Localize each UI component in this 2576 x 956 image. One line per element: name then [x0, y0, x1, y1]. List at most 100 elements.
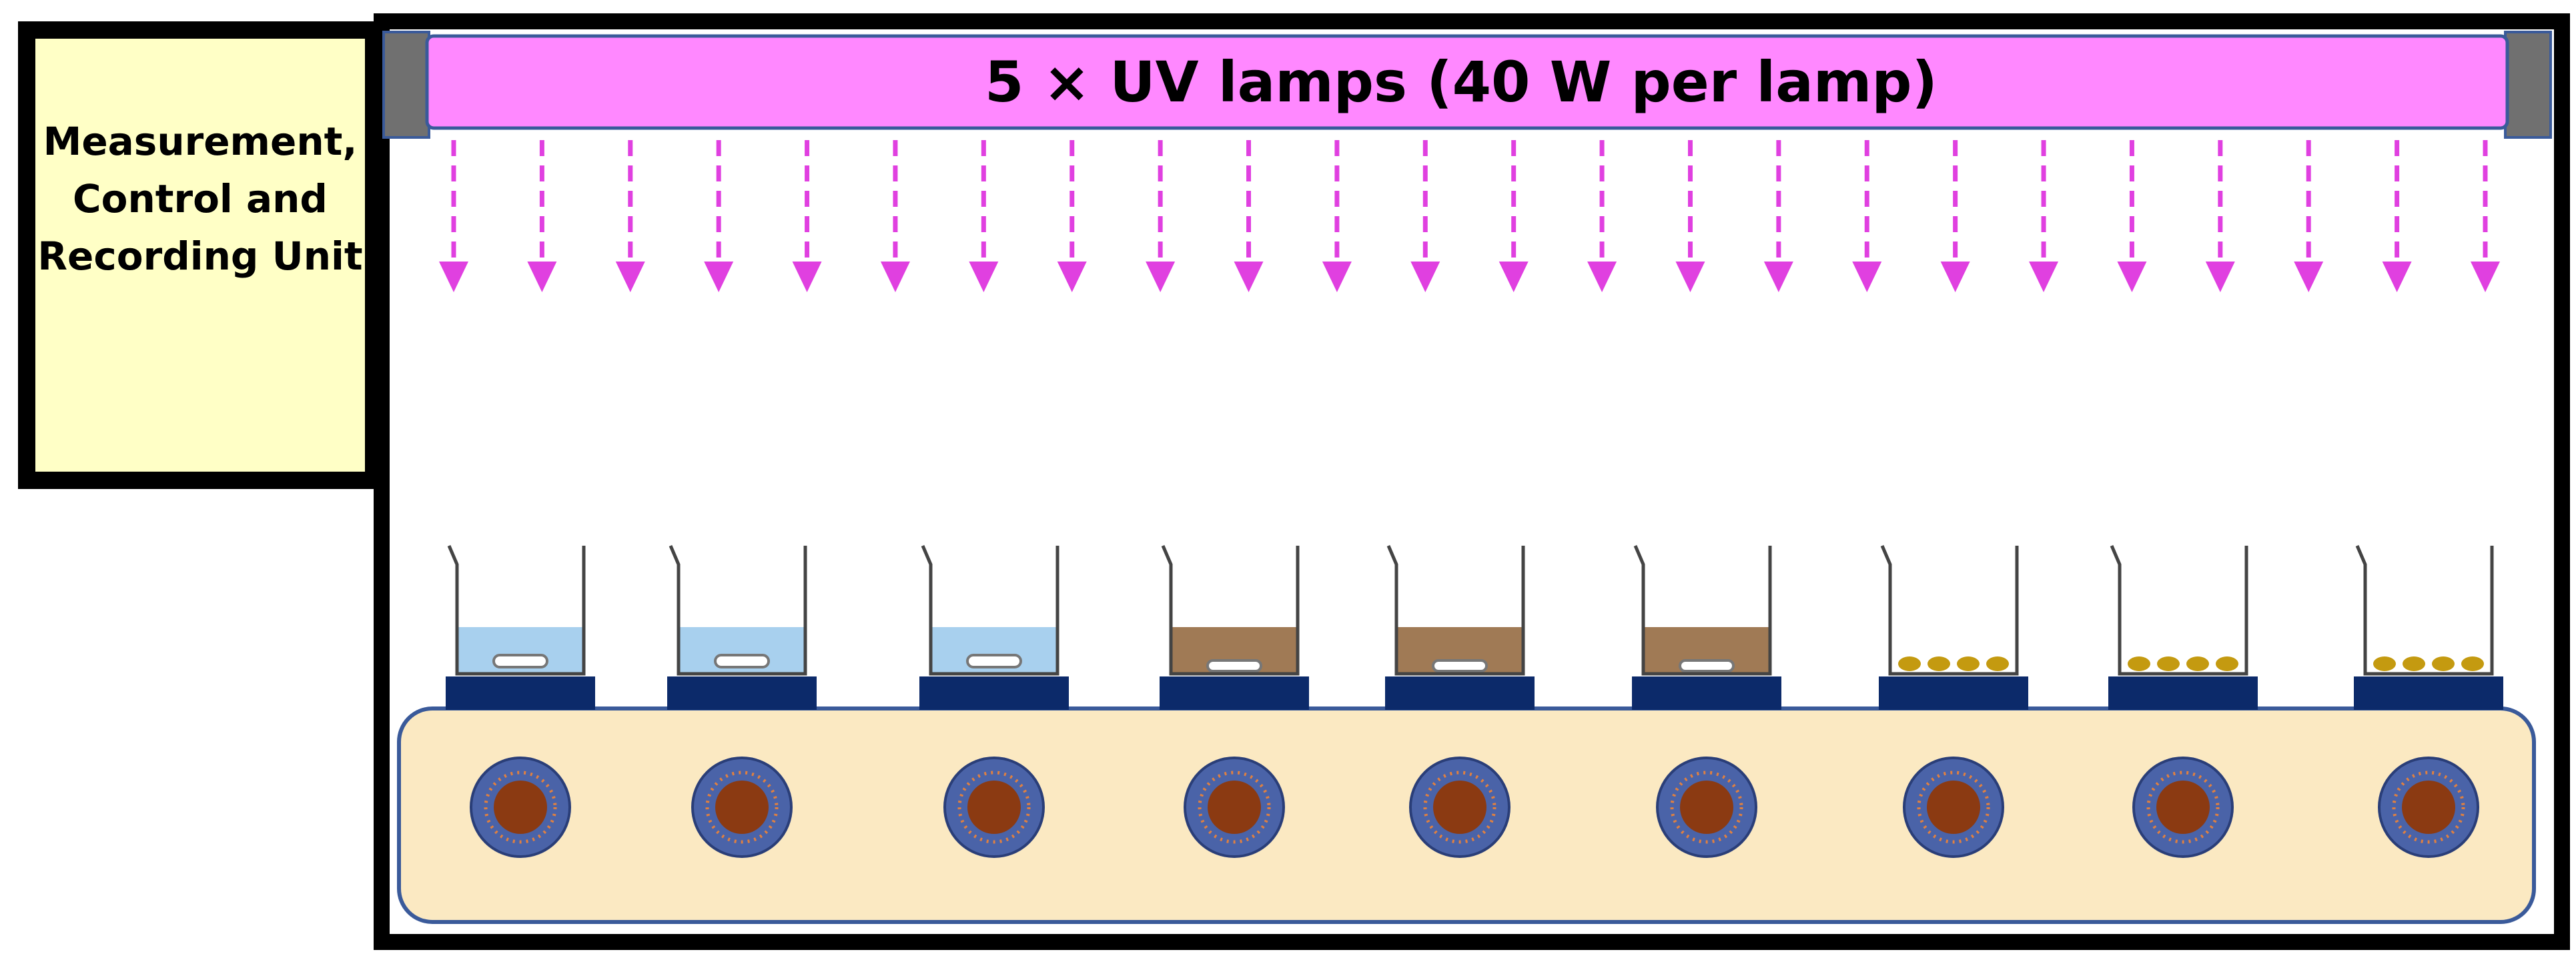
sample-station	[667, 545, 817, 858]
uv-lamp-bar: 5 × UV lamps (40 W per lamp)	[382, 31, 2552, 139]
stirrer-knob	[691, 757, 793, 858]
control-unit: Measurement, Control and Recording Unit	[18, 21, 382, 489]
uv-arrow	[2205, 140, 2235, 292]
uv-arrow-head	[2117, 262, 2147, 292]
uv-arrow-head	[1057, 262, 1087, 292]
seed	[1957, 656, 1980, 671]
knob-dotted-ring	[2392, 771, 2465, 844]
uv-arrow-head	[1675, 262, 1705, 292]
stir-plate	[2354, 676, 2503, 710]
knob-dotted-ring	[484, 771, 557, 844]
control-unit-label-line-3: Recording Unit	[37, 233, 362, 279]
uv-arrow	[527, 140, 557, 292]
sample-station	[2354, 545, 2503, 858]
uv-arrow-head	[2205, 262, 2235, 292]
uv-arrow-head	[615, 262, 645, 292]
uv-arrow-head	[880, 262, 910, 292]
uv-arrow	[880, 140, 910, 292]
stir-bar	[714, 654, 770, 668]
sample-station	[1879, 545, 2028, 858]
knob-center	[2156, 781, 2210, 834]
beaker	[1161, 545, 1300, 676]
stir-bar	[1679, 659, 1735, 672]
seed	[1986, 656, 2009, 671]
knob-dotted-ring	[2146, 771, 2220, 844]
uv-arrow-head	[1146, 262, 1176, 292]
knob-dotted-ring	[705, 771, 779, 844]
lamp-endcap-right	[2504, 31, 2552, 139]
seed	[2373, 656, 2396, 671]
knob-center	[1927, 781, 1980, 834]
lamp-endcap-left	[382, 31, 430, 139]
uv-arrow-head	[1322, 262, 1352, 292]
sample-station	[2108, 545, 2258, 858]
uv-arrow	[1587, 140, 1617, 292]
uv-arrow	[2029, 140, 2059, 292]
uv-arrow-head	[1234, 262, 1264, 292]
uv-arrow	[792, 140, 822, 292]
knob-dotted-ring	[1198, 771, 1271, 844]
knob-center	[2402, 781, 2455, 834]
stir-bar	[1432, 659, 1488, 672]
uv-lamp-label: 5 × UV lamps (40 W per lamp)	[985, 49, 1938, 115]
uv-arrow	[2382, 140, 2412, 292]
knob-center	[967, 781, 1021, 834]
stirrer-knob	[1184, 757, 1285, 858]
stirrer-knob	[470, 757, 571, 858]
uv-arrow-head	[1410, 262, 1440, 292]
seed	[2186, 656, 2209, 671]
sample-station	[446, 545, 595, 858]
sample-station	[1160, 545, 1309, 858]
beaker	[2110, 545, 2248, 676]
beaker	[1880, 545, 2019, 676]
stir-bar	[492, 654, 548, 668]
beaker	[669, 545, 807, 676]
uv-arrow-head	[1763, 262, 1793, 292]
stir-plate	[1385, 676, 1535, 710]
uv-arrow	[1057, 140, 1087, 292]
beaker	[1386, 545, 1525, 676]
uv-arrow	[1322, 140, 1352, 292]
knob-center	[715, 781, 769, 834]
stir-plate	[2108, 676, 2258, 710]
lamp-tube	[425, 34, 2509, 130]
seed	[2432, 656, 2455, 671]
knob-center	[1208, 781, 1261, 834]
stir-plate	[667, 676, 817, 710]
knob-center	[494, 781, 547, 834]
stirrer-knob	[943, 757, 1045, 858]
sample-station	[1632, 545, 1781, 858]
uv-arrow	[2294, 140, 2324, 292]
uv-arrow	[969, 140, 999, 292]
stir-plate	[1632, 676, 1781, 710]
uv-arrow	[1146, 140, 1176, 292]
knob-dotted-ring	[1670, 771, 1743, 844]
uv-arrow	[1852, 140, 1882, 292]
stirrer-knob	[1656, 757, 1757, 858]
stir-bar	[966, 654, 1022, 668]
uv-arrow-head	[1587, 262, 1617, 292]
seed	[2403, 656, 2425, 671]
uv-arrow-head	[1498, 262, 1529, 292]
seed	[2216, 656, 2238, 671]
uv-radiation-arrows	[439, 140, 2500, 292]
stirrer-knob	[1903, 757, 2004, 858]
seed	[2128, 656, 2150, 671]
seed	[1927, 656, 1950, 671]
uv-arrow	[1940, 140, 1970, 292]
sample-stations	[446, 545, 2503, 858]
uv-arrow	[439, 140, 468, 292]
uv-arrow-head	[2382, 262, 2412, 292]
knob-dotted-ring	[957, 771, 1031, 844]
uv-arrow	[2117, 140, 2147, 292]
uv-arrow-head	[2294, 262, 2324, 292]
sample-station	[919, 545, 1069, 858]
uv-arrow-head	[439, 262, 468, 292]
beaker	[447, 545, 586, 676]
control-unit-box	[18, 21, 382, 489]
stirrer-knob	[2378, 757, 2479, 858]
beaker	[921, 545, 1059, 676]
stir-plate	[1879, 676, 2028, 710]
uv-arrow	[704, 140, 734, 292]
